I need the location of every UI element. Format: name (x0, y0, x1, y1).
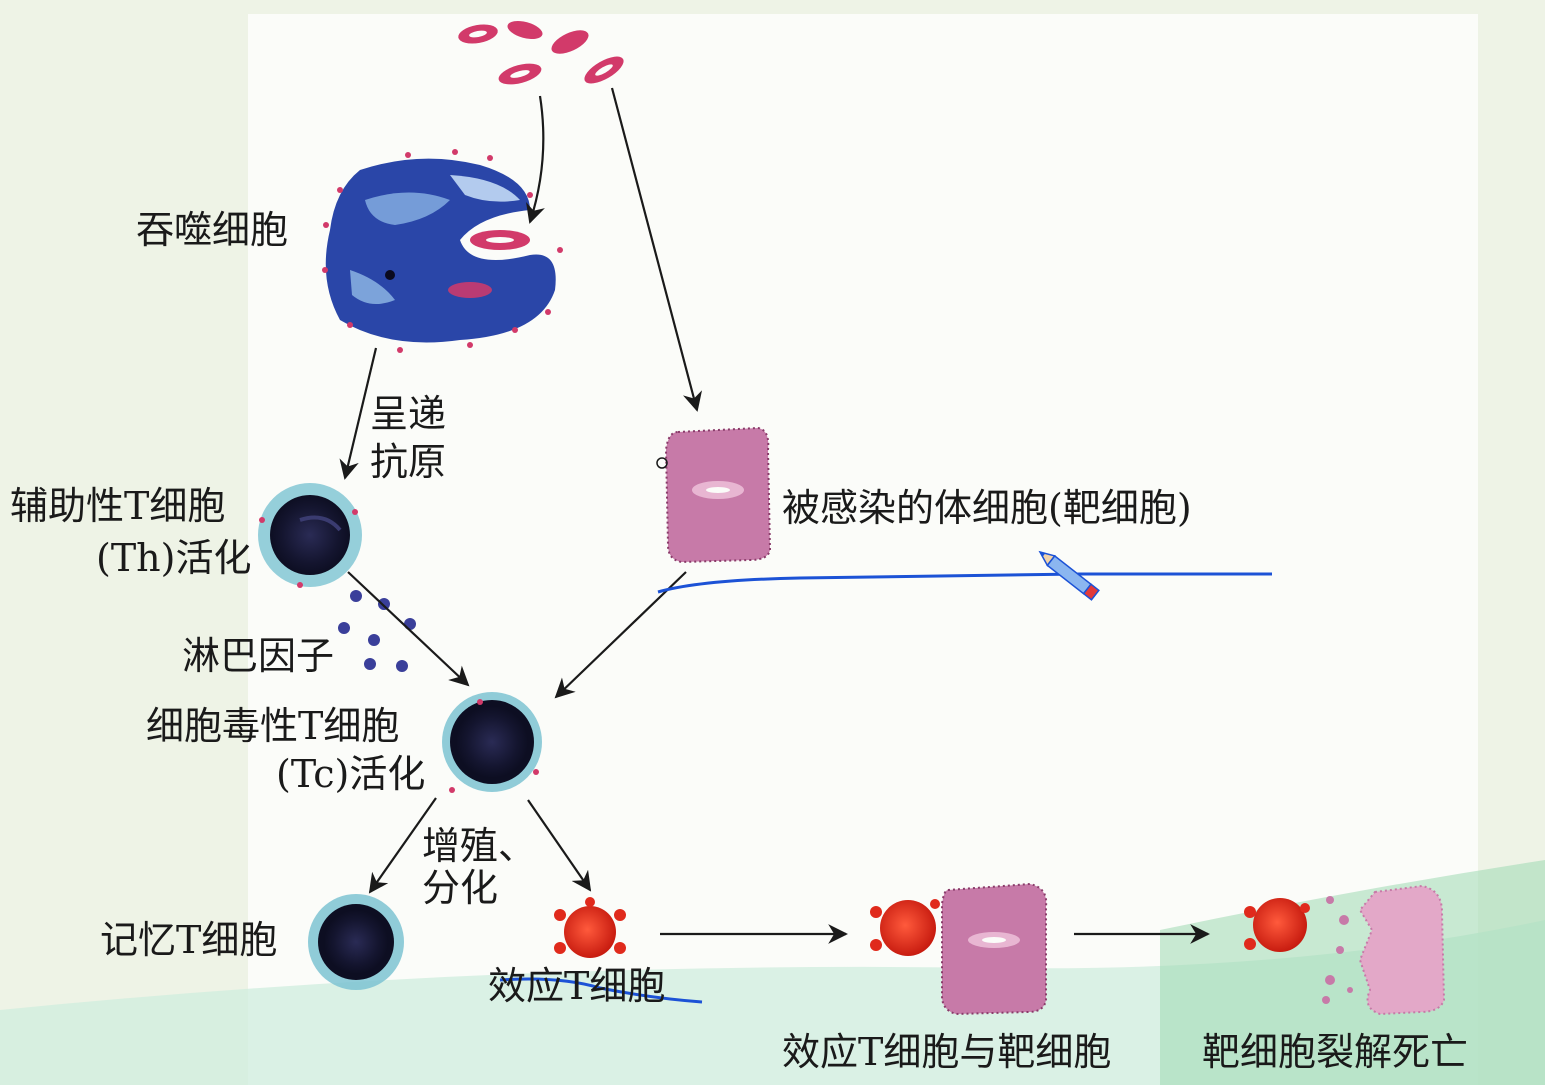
arrow-phagocyte-to-th (339, 347, 378, 480)
effector-t-cell (554, 897, 626, 958)
label-effector-with-target: 效应T细胞与靶细胞 (782, 1030, 1112, 1074)
pencil-icon (1038, 550, 1100, 601)
label-proliferate-2: 分化 (422, 866, 499, 910)
th-cell (258, 483, 362, 588)
label-th-cell-1: 辅助性T细胞 (10, 484, 226, 528)
green-band (0, 920, 1545, 1085)
arrow-infected-to-tc (554, 571, 687, 699)
label-effector-t: 效应T细胞 (488, 964, 666, 1008)
antigen-cluster (458, 20, 624, 85)
tc-cell (442, 692, 542, 793)
label-memory-t: 记忆T细胞 (100, 918, 278, 962)
label-present-antigen-2: 抗原 (370, 440, 447, 484)
arrow-th-to-tc (347, 571, 470, 687)
annotation-strike (499, 977, 703, 1004)
label-target-lysis: 靶细胞裂解死亡 (1202, 1030, 1469, 1074)
arrow-antigen-to-phagocyte (526, 95, 545, 224)
memory-t-cell (308, 894, 404, 990)
label-th-cell-2: (Th)活化 (96, 536, 252, 580)
effector-target-cell (870, 882, 1048, 1016)
arrow-tc-to-effector (527, 799, 592, 892)
label-lymphokine: 淋巴因子 (182, 634, 335, 678)
lysed-target-cell (1244, 884, 1446, 1016)
label-infected-cell: 被感染的体细胞(靶细胞) (782, 486, 1192, 530)
arrow-antigen-to-infected (610, 87, 703, 412)
label-proliferate-1: 增殖、 (422, 824, 537, 868)
infected-cell (656, 426, 772, 564)
phagocyte-cell (322, 149, 563, 353)
label-present-antigen-1: 呈递 (370, 392, 447, 436)
arrow-tc-to-memory (368, 797, 437, 894)
label-tc-cell-1: 细胞毒性T细胞 (146, 704, 400, 748)
annotation-underline (657, 572, 1272, 594)
label-tc-cell-2: (Tc)活化 (276, 752, 426, 796)
label-phagocyte: 吞噬细胞 (136, 208, 289, 252)
